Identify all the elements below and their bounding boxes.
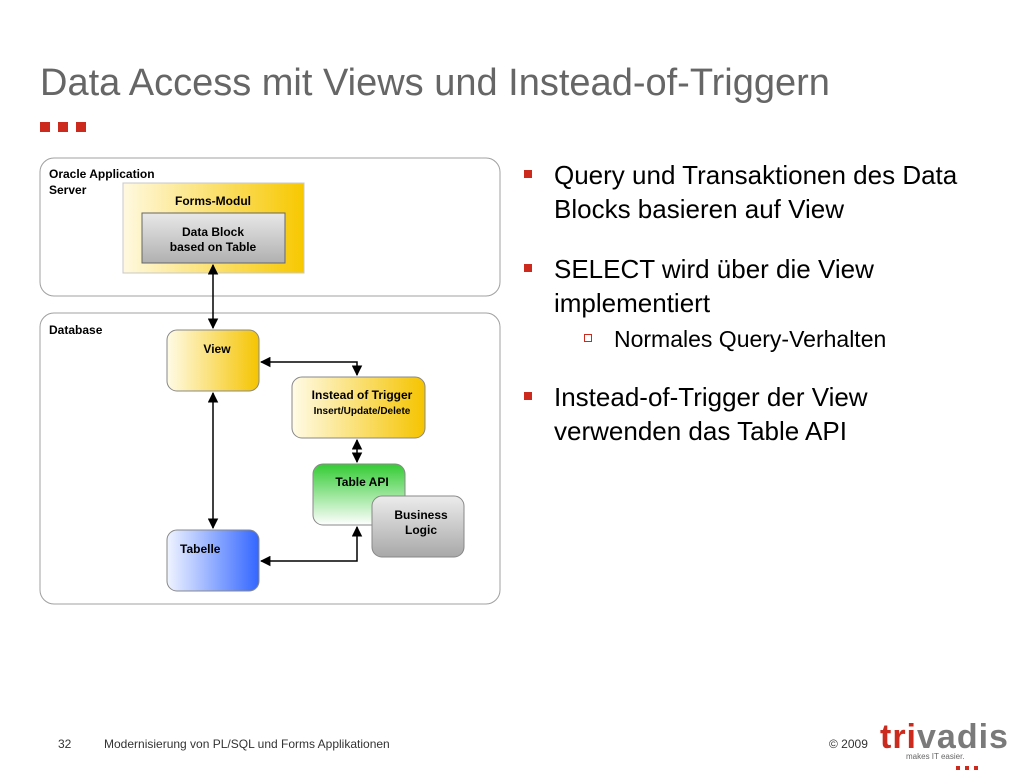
sub-bullet-text: Normales Query-Verhalten [614,326,887,352]
bullet-marker [524,170,532,178]
instead-of-trigger-label-2: Insert/Update/Delete [314,406,411,417]
arrow-tableapi-tabelle [259,525,363,567]
oracle-server-label: Oracle Application [49,167,155,181]
sub-bullet-marker [584,334,592,342]
table-api-label: Table API [335,475,388,489]
bullet-item: SELECT wird über die View implementiert … [520,252,1000,354]
bullet-text: Instead-of-Trigger der View verwenden da… [554,382,868,446]
footer-page-number: 32 [58,737,72,751]
view-box [166,329,260,392]
forms-module-label: Forms-Modul [175,194,251,208]
bullet-text: SELECT wird über die View implementiert [554,254,874,318]
logo-word-part1: tri [880,718,917,756]
logo-tagline: makes IT easier. [906,752,965,761]
data-block-label-2: based on Table [170,240,257,254]
database-label: Database [49,323,103,337]
bullet-item: Instead-of-Trigger der View verwenden da… [520,380,1000,448]
bullet-marker [524,392,532,400]
oracle-server-label-2: Server [49,183,87,197]
slide-title: Data Access mit Views und Instead-of-Tri… [40,62,830,104]
business-logic-label-1: Business [394,508,448,522]
footer-copyright: © 2009 [829,737,868,751]
bullet-marker [524,264,532,272]
bullet-item: Query und Transaktionen des Data Blocks … [520,158,1000,226]
bullet-text: Query und Transaktionen des Data Blocks … [554,160,958,224]
trivadis-logo: trivadis makes IT easier. [880,720,1009,770]
logo-dots [956,766,978,770]
instead-of-trigger-label-1: Instead of Trigger [312,388,413,402]
data-block-label-1: Data Block [182,225,244,239]
logo-word-part2: vadis [917,718,1009,756]
instead-of-trigger-box [291,376,426,439]
bullet-list: Query und Transaktionen des Data Blocks … [520,158,1000,474]
footer-presentation-title: Modernisierung von PL/SQL und Forms Appl… [104,737,390,751]
business-logic-box [371,495,465,558]
tabelle-label: Tabelle [180,542,221,556]
arrow-view-trigger [259,356,363,377]
title-decoration [40,122,86,132]
data-block-box [141,212,286,264]
view-label: View [203,342,231,356]
tabelle-box [166,529,260,592]
business-logic-label-2: Logic [405,523,437,537]
sub-bullet-item: Normales Query-Verhalten [584,324,1000,354]
